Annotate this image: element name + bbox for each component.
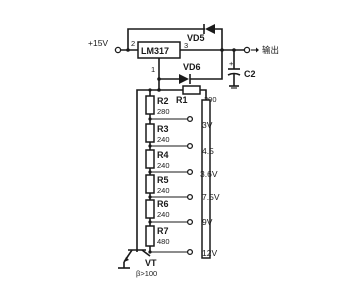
diode-vd6: VD6 xyxy=(179,62,201,84)
wire-vd6-right xyxy=(190,50,223,80)
r2-value: 280 xyxy=(157,107,170,116)
tap-contact-6 xyxy=(186,248,194,256)
r7-value: 480 xyxy=(157,237,170,246)
transistor-vt: VT β>100 xyxy=(118,238,157,278)
resistor-r2: R2 280 xyxy=(145,95,170,116)
svg-text:+: + xyxy=(229,59,234,68)
tap-label-4-5v: 4.5 xyxy=(202,146,214,156)
wire-vd5-left xyxy=(127,28,205,50)
tap-contacts xyxy=(150,115,194,256)
tap-contact-1 xyxy=(186,115,194,123)
pin-in-label: 2 xyxy=(131,39,135,48)
tap-contact-2 xyxy=(186,142,194,150)
r5-name: R5 xyxy=(157,175,169,185)
tap-label-7-5v: 7.5V xyxy=(202,192,220,202)
junction-ladder-start xyxy=(148,88,152,92)
resistor-r3: R3 240 xyxy=(145,123,170,144)
input-terminal: +15V xyxy=(88,38,122,54)
regulator-lm317: LM317 xyxy=(137,41,181,59)
vt-label: VT xyxy=(145,258,157,268)
r5-value: 240 xyxy=(157,186,170,195)
tap-label-3-6v: 3.6V xyxy=(200,169,218,179)
tap-labels: 3V 4.5 3.6V 7.5V 9V 12V xyxy=(200,120,220,258)
resistor-r6: R6 240 xyxy=(145,199,170,219)
tap-label-12v: 12V xyxy=(202,248,217,258)
resistor-r4: R4 240 xyxy=(145,149,170,170)
wire-vd5-right xyxy=(215,28,223,50)
diode-vd5: VD5 xyxy=(187,24,215,43)
selector-bar xyxy=(201,99,211,259)
r1-name: R1 xyxy=(176,95,188,105)
r4-value: 240 xyxy=(157,161,170,170)
tap-contact-5 xyxy=(186,218,194,226)
wire-r1-right xyxy=(200,89,207,100)
vt-beta: β>100 xyxy=(136,269,157,278)
regulator-label: LM317 xyxy=(141,46,169,56)
wire-base xyxy=(136,89,159,238)
capacitor-c2: + C2 xyxy=(227,50,256,89)
output-label: 输出 xyxy=(262,45,279,55)
c2-label: C2 xyxy=(244,69,256,79)
pin-out-label: 3 xyxy=(184,41,188,50)
r4-name: R4 xyxy=(157,150,169,160)
tap-contact-3 xyxy=(186,168,194,176)
vd5-label: VD5 xyxy=(187,33,205,43)
r6-value: 240 xyxy=(157,210,170,219)
r3-name: R3 xyxy=(157,124,169,134)
output-terminal: 输出 xyxy=(243,45,279,55)
input-label: +15V xyxy=(88,38,108,48)
tap-contact-4 xyxy=(186,193,194,201)
r7-name: R7 xyxy=(157,226,169,236)
pin-adj-label: 1 xyxy=(151,65,155,74)
resistor-r7: R7 480 xyxy=(145,225,170,247)
tap-label-9v: 9V xyxy=(202,217,213,227)
resistor-r5: R5 240 xyxy=(145,174,170,195)
r2-name: R2 xyxy=(157,96,169,106)
r3-value: 240 xyxy=(157,135,170,144)
vd6-label: VD6 xyxy=(183,62,201,72)
r6-name: R6 xyxy=(157,199,169,209)
tap-label-3v: 3V xyxy=(202,120,213,130)
